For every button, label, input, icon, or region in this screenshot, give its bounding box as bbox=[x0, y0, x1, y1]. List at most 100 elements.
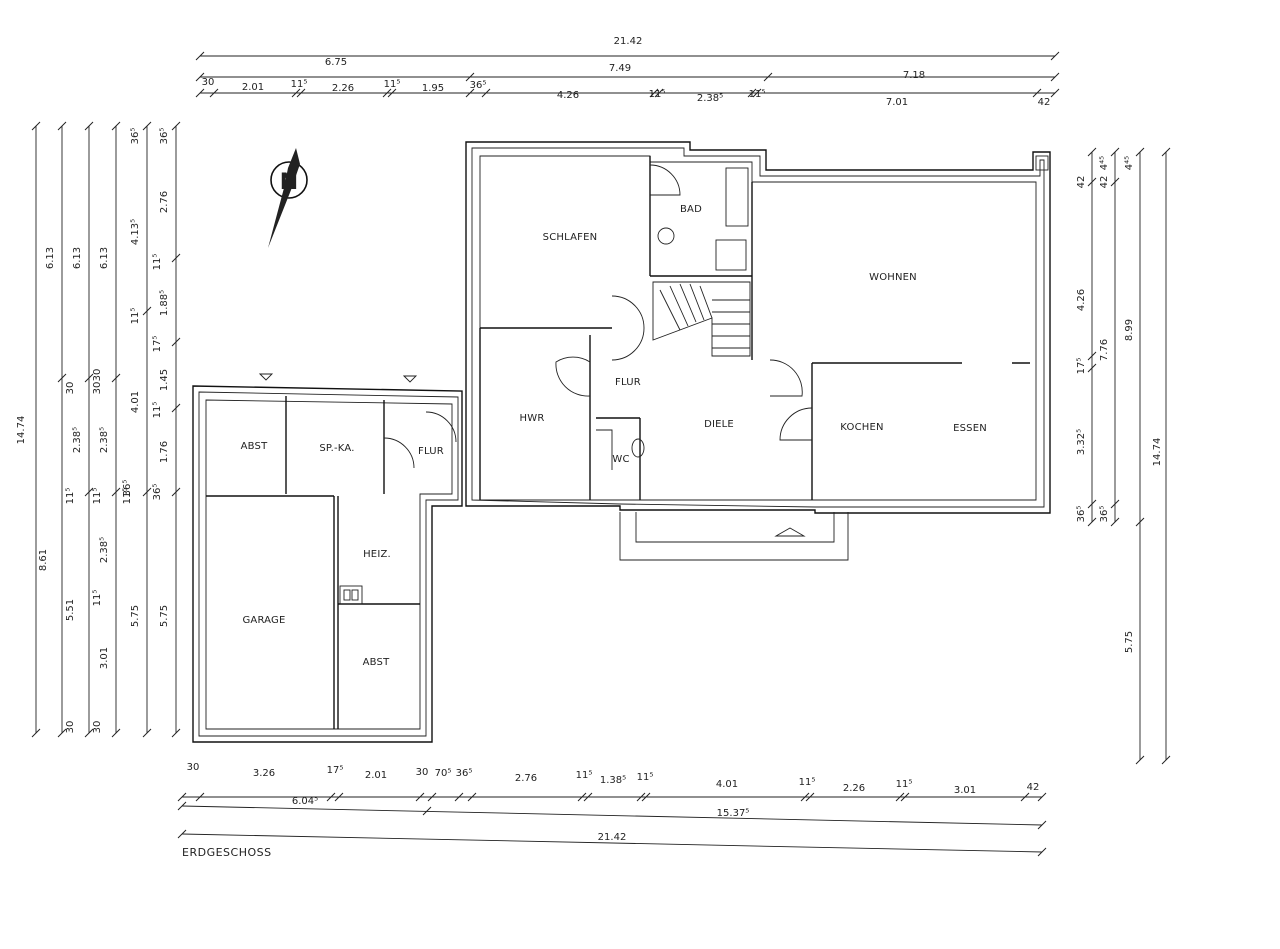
bottom-dim-9: 11⁵ bbox=[576, 770, 593, 781]
right-dim-11: 8.99 bbox=[1124, 319, 1135, 341]
left-dim-25: 2.76 bbox=[159, 191, 170, 213]
left-dim-22: 36⁵ bbox=[122, 480, 133, 497]
left-dim-3: 6.13 bbox=[72, 247, 83, 269]
top-dimensions: 21.42 6.75 7.49 7.18 30 2.01 11⁵ 2.26 11… bbox=[195, 36, 1060, 108]
right-dim-3: 17⁵ bbox=[1076, 358, 1087, 375]
bottom-dim-3: 17⁵ bbox=[327, 765, 344, 776]
room-diele: DIELE bbox=[704, 419, 734, 430]
bottom-dim-5: 30 bbox=[416, 767, 429, 778]
top-dim-d2: 2.01 bbox=[242, 82, 264, 93]
room-flur-annex: FLUR bbox=[418, 446, 444, 457]
left-dim-33: 5.75 bbox=[159, 605, 170, 627]
top-dim-d12: 7.01 bbox=[886, 97, 908, 108]
right-dim-4: 3.32⁵ bbox=[1076, 429, 1087, 455]
bottom-dim-1: 30 bbox=[187, 762, 200, 773]
room-heiz: HEIZ. bbox=[363, 549, 391, 560]
room-flur-main: FLUR bbox=[615, 377, 641, 388]
top-dim-d11: 11⁵ bbox=[749, 89, 766, 100]
left-dim-26: 11⁵ bbox=[152, 254, 163, 271]
top-dim-c: 7.18 bbox=[903, 70, 925, 81]
bottom-dim-m1: 6.04⁵ bbox=[292, 796, 318, 807]
left-dim-9: 11⁵ bbox=[65, 488, 76, 505]
bottom-dim-15: 11⁵ bbox=[896, 779, 913, 790]
bottom-dim-m2: 15.37⁵ bbox=[717, 808, 750, 819]
room-hwr: HWR bbox=[520, 413, 545, 424]
top-dim-a: 6.75 bbox=[325, 57, 347, 68]
right-dim-7: 42 bbox=[1099, 176, 1110, 189]
bottom-dim-16: 3.01 bbox=[954, 785, 976, 796]
room-labels: SCHLAFEN BAD WOHNEN HWR FLUR DIELE WC KO… bbox=[241, 204, 987, 668]
left-dim-31: 1.76 bbox=[159, 441, 170, 463]
bottom-dim-2: 3.26 bbox=[253, 768, 275, 779]
room-essen: ESSEN bbox=[953, 423, 987, 434]
right-dim-5: 36⁵ bbox=[1076, 506, 1087, 523]
left-dim-2: 6.13 bbox=[45, 247, 56, 269]
left-dim-32: 36⁵ bbox=[152, 484, 163, 501]
right-dim-6: 4⁴⁵ bbox=[1099, 156, 1110, 170]
top-dim-d10: 2.38⁵ bbox=[697, 93, 723, 104]
left-dim-16: 30 bbox=[65, 721, 76, 734]
bottom-dim-13: 11⁵ bbox=[799, 777, 816, 788]
left-dim-4: 6.13 bbox=[99, 247, 110, 269]
top-dim-d4: 2.26 bbox=[332, 83, 354, 94]
left-dim-14: 11⁵ bbox=[92, 590, 103, 607]
top-dim-d1: 30 bbox=[202, 77, 215, 88]
north-label: N bbox=[280, 170, 298, 195]
building-walls bbox=[192, 141, 1051, 743]
left-dim-13: 2.38⁵ bbox=[99, 537, 110, 563]
right-dim-2: 4.26 bbox=[1076, 289, 1087, 311]
room-bad: BAD bbox=[680, 204, 702, 215]
north-arrow-icon: N bbox=[268, 148, 308, 248]
bottom-dim-7: 36⁵ bbox=[456, 768, 473, 779]
top-dim-total: 21.42 bbox=[614, 36, 643, 47]
room-sp-ka: SP.-KA. bbox=[319, 443, 354, 454]
left-dim-34: 30 bbox=[92, 721, 103, 734]
top-dim-b: 7.49 bbox=[609, 63, 631, 74]
left-dimensions: 14.74 6.13 6.13 6.13 8.61 5.51 30 2.38⁵ … bbox=[16, 121, 181, 738]
left-dim-7: 30 bbox=[65, 382, 76, 395]
room-wc: WC bbox=[612, 454, 629, 465]
room-wohnen: WOHNEN bbox=[869, 272, 917, 283]
left-dim-20: 4.01 bbox=[130, 391, 141, 413]
left-dim-24: 36⁵ bbox=[159, 128, 170, 145]
left-dim-1: 14.74 bbox=[16, 416, 27, 445]
right-dim-12: 14.74 bbox=[1152, 438, 1163, 467]
bottom-dim-8: 2.76 bbox=[515, 773, 537, 784]
top-dim-d7: 36⁵ bbox=[470, 80, 487, 91]
top-dim-d3: 11⁵ bbox=[291, 79, 308, 90]
room-abst-2: ABST bbox=[363, 657, 390, 668]
room-schlafen: SCHLAFEN bbox=[543, 232, 598, 243]
internal-walls bbox=[206, 156, 1030, 729]
bottom-dim-11: 11⁵ bbox=[637, 772, 654, 783]
right-dim-1: 42 bbox=[1076, 176, 1087, 189]
room-kochen: KOCHEN bbox=[840, 422, 883, 433]
bottom-dim-total: 21.42 bbox=[598, 832, 627, 843]
left-dim-30: 11⁵ bbox=[152, 402, 163, 419]
bottom-dim-12: 4.01 bbox=[716, 779, 738, 790]
right-dimensions: 42 4.26 17⁵ 3.32⁵ 36⁵ 4⁴⁵ 42 7.76 36⁵ 4⁴… bbox=[1076, 147, 1171, 765]
left-dim-29: 1.45 bbox=[159, 369, 170, 391]
left-dim-23: 5.75 bbox=[130, 605, 141, 627]
room-garage: GARAGE bbox=[242, 615, 285, 626]
left-dim-21: 11⁵ bbox=[122, 488, 133, 505]
left-dim-19: 11⁵ bbox=[130, 308, 141, 325]
left-dim-11: 2.38⁵ bbox=[99, 427, 110, 453]
bottom-dim-4: 2.01 bbox=[365, 770, 387, 781]
left-dim-15: 3.01 bbox=[99, 647, 110, 669]
top-dim-d8: 4.26 bbox=[557, 90, 579, 101]
left-dim-10: 30 bbox=[92, 382, 103, 395]
right-dim-13: 5.75 bbox=[1124, 631, 1135, 653]
left-dim-17: 36⁵ bbox=[130, 128, 141, 145]
left-dim-6: 5.51 bbox=[65, 599, 76, 621]
left-dim-12: 11⁵ bbox=[92, 488, 103, 505]
bottom-dim-17: 42 bbox=[1027, 782, 1040, 793]
top-dim-d9: 11⁵ bbox=[649, 89, 666, 100]
right-dim-8: 7.76 bbox=[1099, 339, 1110, 361]
left-dim-35: 30 bbox=[92, 369, 103, 382]
left-dim-8: 2.38⁵ bbox=[72, 427, 83, 453]
top-dim-d6: 1.95 bbox=[422, 83, 444, 94]
right-dim-9: 36⁵ bbox=[1099, 506, 1110, 523]
bottom-dim-10: 1.38⁵ bbox=[600, 775, 626, 786]
doors bbox=[383, 164, 813, 470]
